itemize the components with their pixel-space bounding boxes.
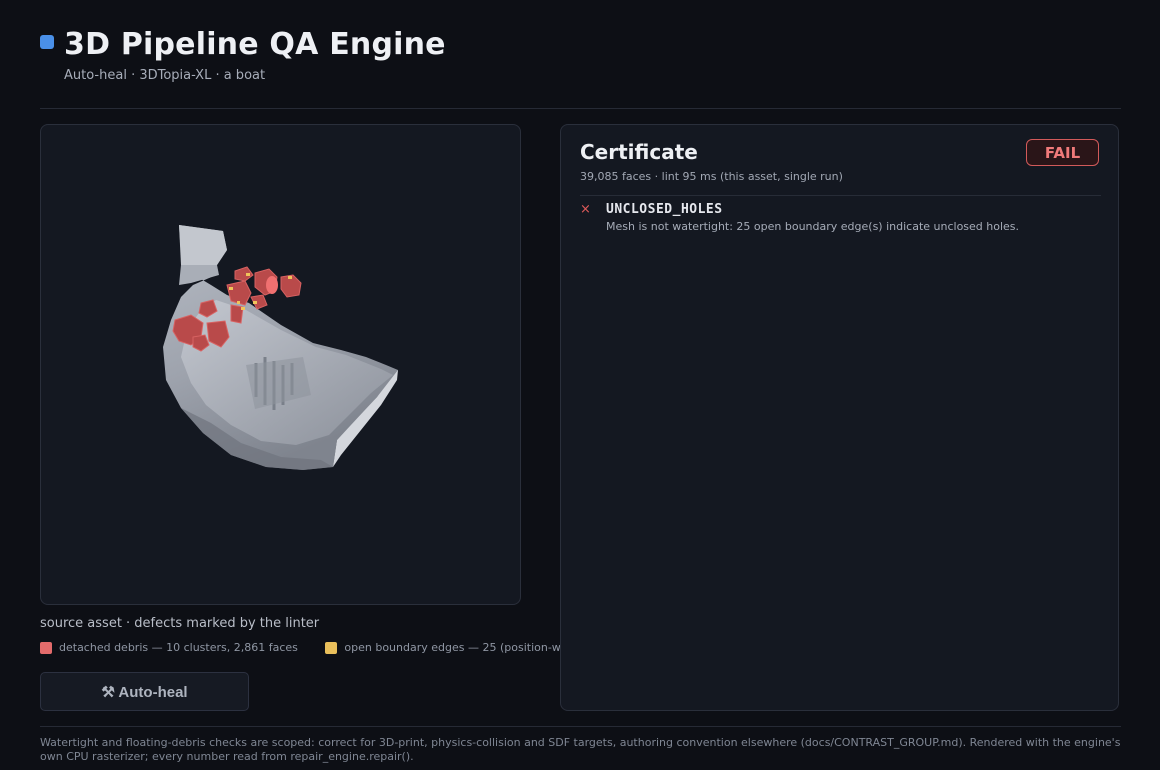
boundary-swatch-icon (325, 641, 338, 654)
debris-highlight (266, 276, 278, 294)
issue-code: UNCLOSED_HOLES (606, 202, 723, 217)
defect-legend: detached debris — 10 clusters, 2,861 fac… (40, 641, 562, 657)
certificate-divider (580, 195, 1101, 196)
legend-label-boundary: open boundary edges — 25 (position-welde… (344, 641, 562, 654)
certificate-panel: Certificate 39,085 faces · lint 95 ms (t… (560, 124, 1119, 711)
footer-divider (40, 726, 1121, 727)
page-title: 3D Pipeline QA Engine (64, 27, 446, 62)
debris-swatch-icon (40, 641, 52, 654)
stern-step (179, 265, 219, 285)
certificate-title: Certificate (580, 140, 698, 164)
issue-message: Mesh is not watertight: 25 open boundary… (606, 220, 1020, 233)
keel-shadow (181, 408, 333, 470)
legend-item-debris: detached debris — 10 clusters, 2,861 fac… (40, 641, 298, 654)
certificate-meta: 39,085 faces · lint 95 ms (this asset, s… (580, 170, 843, 183)
cockpit-recess (246, 357, 311, 409)
header-divider (40, 108, 1121, 109)
stern-block (179, 225, 227, 265)
viewer-caption: source asset · defects marked by the lin… (40, 616, 320, 631)
auto-heal-button[interactable]: ⚒ Auto-heal (40, 672, 249, 711)
page-subtitle: Auto-heal · 3DTopia-XL · a boat (64, 68, 266, 83)
brand-logo-icon (40, 35, 54, 49)
transom-edge (333, 370, 398, 467)
mesh-viewer[interactable] (40, 124, 521, 605)
legend-item-boundary: open boundary edges — 25 (position-welde… (325, 641, 562, 654)
open-boundary-edges (229, 273, 292, 310)
boat-mesh-render (163, 225, 398, 470)
debris-clusters (172, 266, 302, 352)
status-badge: FAIL (1026, 139, 1099, 166)
legend-label-debris: detached debris — 10 clusters, 2,861 fac… (59, 641, 298, 654)
footer-note: Watertight and floating-debris checks ar… (40, 736, 1121, 763)
error-x-icon: × (580, 202, 591, 217)
